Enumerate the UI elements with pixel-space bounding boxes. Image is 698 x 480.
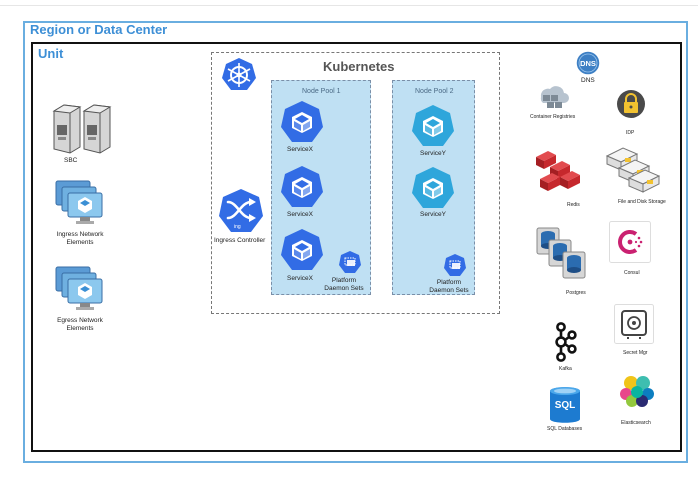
sbc-icon xyxy=(52,103,112,154)
kubernetes-title: Kubernetes xyxy=(323,59,395,74)
service-y-2-label: ServiceY xyxy=(420,211,447,218)
unit-container xyxy=(31,42,682,452)
container-registries-label: Container Registries xyxy=(530,114,576,120)
region-container xyxy=(23,21,688,463)
kubernetes-logo-icon xyxy=(221,57,257,93)
service-x-2-icon xyxy=(281,165,323,209)
region-title: Region or Data Center xyxy=(30,22,168,37)
ingress-network-label: Ingress Network Elements xyxy=(56,231,104,246)
sbc-label: SBC xyxy=(64,157,78,164)
consul-icon xyxy=(609,221,651,263)
idp-lock-icon xyxy=(616,87,646,121)
egress-network-label: Egress Network Elements xyxy=(57,317,103,332)
postgres-label: Postgres xyxy=(566,290,586,296)
elasticsearch-label: Elasticsearch xyxy=(621,420,651,426)
kubernetes-cluster xyxy=(211,52,500,314)
sql-databases-label: SQL Databases xyxy=(547,426,583,432)
postgres-icon xyxy=(536,227,589,282)
unit-title: Unit xyxy=(38,46,64,61)
ingress-controller-icon xyxy=(219,188,263,234)
service-x-2-label: ServiceX xyxy=(287,211,314,218)
file-storage-label: File and Disk Storage xyxy=(618,199,666,205)
sql-icon-text: SQL xyxy=(554,400,576,411)
svg-text:DNS: DNS xyxy=(580,59,596,68)
service-y-1-icon xyxy=(412,104,454,148)
daemon-set-2-icon xyxy=(443,253,467,277)
service-y-2-icon xyxy=(412,166,454,210)
idp-label: IDP xyxy=(626,130,635,136)
ingress-controller-label: Ingress Controller xyxy=(214,237,266,244)
node-pool-1-title: Node Pool 1 xyxy=(302,88,341,95)
sql-database-icon xyxy=(549,386,581,424)
container-registries-icon xyxy=(535,83,569,111)
daemon-set-1-label: Platform Daemon Sets xyxy=(324,277,364,292)
egress-network-icon xyxy=(55,266,104,313)
service-y-1-label: ServiceY xyxy=(420,150,447,157)
service-x-3-label: ServiceX xyxy=(287,275,314,282)
redis-icon xyxy=(534,149,590,195)
kafka-label: Kafka xyxy=(559,366,572,372)
redis-label: Redis xyxy=(567,202,580,208)
consul-label: Consul xyxy=(624,270,640,276)
service-x-3-icon xyxy=(281,228,323,272)
secret-manager-safe-icon xyxy=(614,304,654,344)
top-divider xyxy=(0,5,698,6)
ingress-network-icon xyxy=(55,180,104,227)
dns-icon: DNS xyxy=(574,50,602,76)
node-pool-2-title: Node Pool 2 xyxy=(415,88,454,95)
dns-label: DNS xyxy=(581,77,595,84)
daemon-set-2-label: Platform Daemon Sets xyxy=(429,279,469,294)
elasticsearch-icon xyxy=(620,374,654,408)
secret-manager-label: Secret Mgr xyxy=(623,350,648,356)
service-x-1-label: ServiceX xyxy=(287,146,314,153)
service-x-1-icon xyxy=(281,100,323,144)
kafka-icon xyxy=(553,322,577,362)
file-storage-icon xyxy=(605,146,661,194)
ingress-controller-icon-text: ing xyxy=(234,224,241,230)
daemon-set-1-icon xyxy=(338,250,362,274)
